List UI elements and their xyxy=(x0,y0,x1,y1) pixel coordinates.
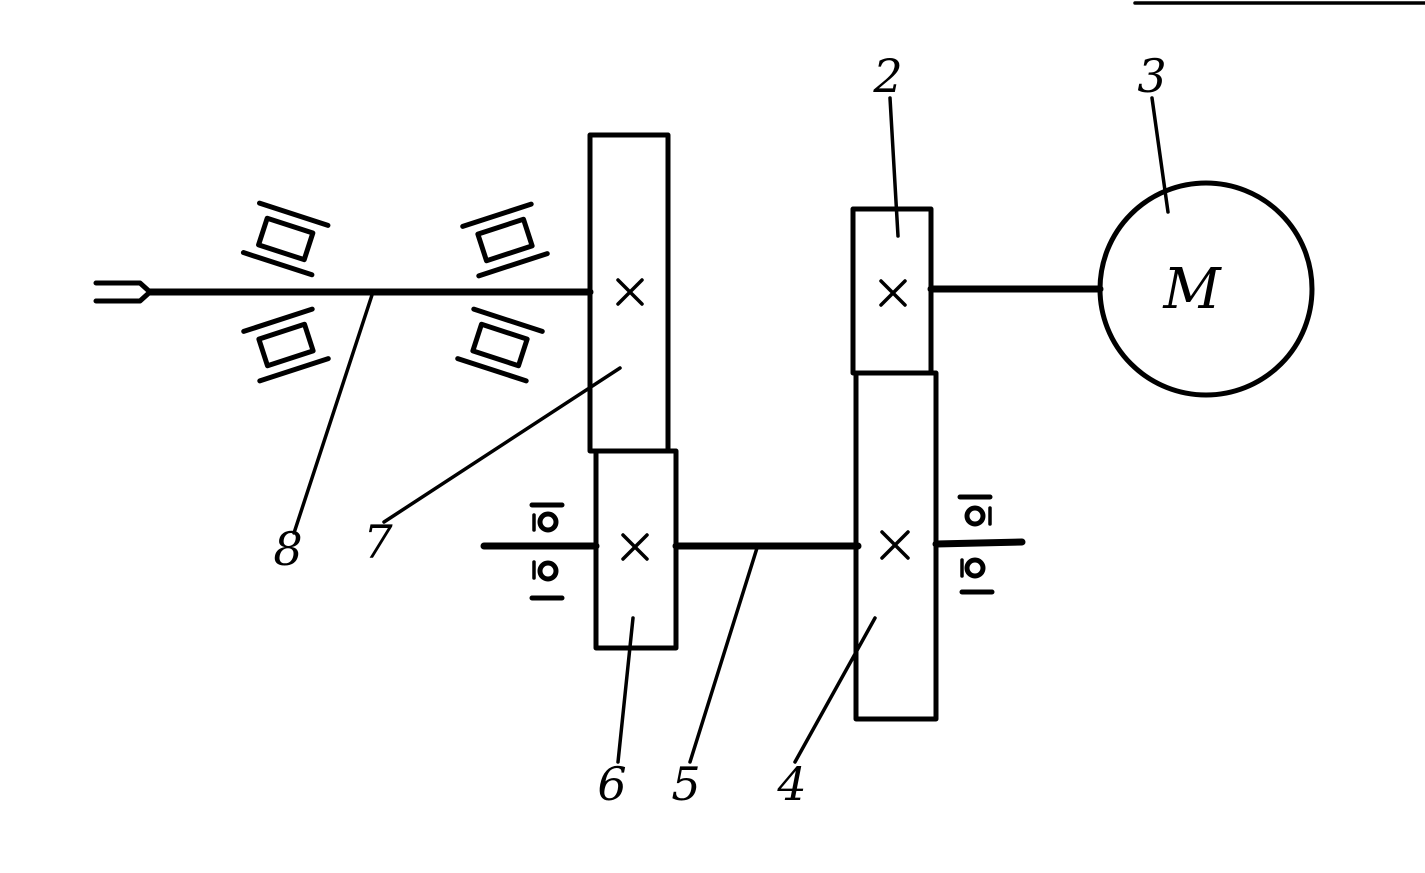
leader-4 xyxy=(793,616,877,764)
shaft-bearing-left xyxy=(529,502,565,601)
spindle-bearing-right-lower xyxy=(455,306,545,384)
leader-6 xyxy=(616,616,635,764)
label-4: 4 xyxy=(776,757,806,811)
leader-3 xyxy=(1150,96,1170,214)
fork-tool xyxy=(93,280,153,304)
leader-2 xyxy=(888,96,900,238)
gear-2 xyxy=(850,206,934,376)
intermediate-shaft xyxy=(480,538,1026,550)
label-2: 2 xyxy=(872,49,902,103)
label-5: 5 xyxy=(671,757,700,811)
cross-mark xyxy=(880,530,910,560)
motor-symbol: M xyxy=(1162,257,1222,322)
shaft-bearing-right xyxy=(957,494,995,595)
label-6: 6 xyxy=(597,757,626,811)
label-7: 7 xyxy=(363,515,393,569)
spindle-bearing-right-upper xyxy=(460,201,550,279)
gear-6 xyxy=(593,448,679,651)
leader-8 xyxy=(292,293,374,535)
gear-4 xyxy=(853,370,939,722)
spindle-bearing-left-lower xyxy=(241,306,331,384)
gear-7 xyxy=(587,132,671,454)
cross-mark xyxy=(616,278,644,306)
label-8: 8 xyxy=(273,522,302,576)
spindle-bearing-left-upper xyxy=(240,200,331,278)
leader-5 xyxy=(688,546,759,764)
motor: M xyxy=(1097,180,1315,398)
cross-mark xyxy=(879,279,907,307)
cross-mark xyxy=(621,533,649,561)
label-3: 3 xyxy=(1137,49,1166,103)
spindle-shaft xyxy=(93,280,594,304)
leader-7 xyxy=(382,366,622,524)
